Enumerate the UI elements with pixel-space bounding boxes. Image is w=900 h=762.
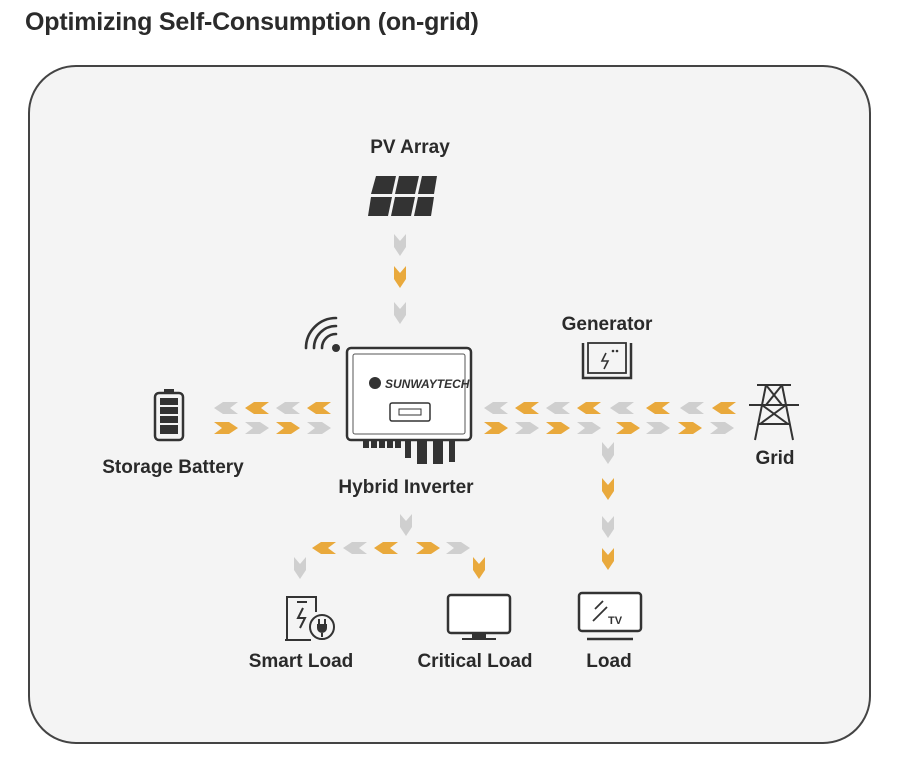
solar-panel-icon <box>368 176 437 216</box>
arrow-inverter-to-battery <box>307 402 331 414</box>
arrow-grid-to-inverter <box>577 402 601 414</box>
arrow-to-critical-load <box>416 542 440 554</box>
arrow-inverter-to-loads <box>400 514 412 536</box>
arrow-to-load <box>602 516 614 538</box>
arrow-inverter-to-grid <box>484 422 508 434</box>
grid-label: Grid <box>755 448 795 469</box>
arrow-pv-to-inverter <box>394 302 406 324</box>
arrow-inverter-to-battery <box>214 402 238 414</box>
arrow-to-smart-load <box>374 542 398 554</box>
wifi-signal-icon <box>304 316 340 352</box>
arrow-to-load <box>602 442 614 464</box>
arrow-to-smart-load <box>312 542 336 554</box>
arrow-battery-to-inverter <box>245 422 269 434</box>
arrow-grid-to-inverter <box>646 402 670 414</box>
arrow-inverter-to-grid <box>577 422 601 434</box>
arrow-inverter-to-grid <box>515 422 539 434</box>
arrow-smart-load-down <box>294 557 306 579</box>
arrow-critical-load-down <box>473 557 485 579</box>
inverter-icon: SUNWAYTECH <box>345 346 473 464</box>
inverter-brand: SUNWAYTECH <box>385 377 470 391</box>
arrow-battery-to-inverter <box>307 422 331 434</box>
arrow-inverter-to-grid <box>710 422 734 434</box>
arrow-to-smart-load <box>343 542 367 554</box>
arrow-to-load <box>602 478 614 500</box>
pv-array-label: PV Array <box>370 137 450 158</box>
smart-load-icon <box>285 596 335 641</box>
arrow-pv-to-inverter <box>394 234 406 256</box>
arrow-grid-to-inverter <box>515 402 539 414</box>
storage-battery-label: Storage Battery <box>102 457 244 478</box>
tv-icon: TV <box>577 591 643 641</box>
tv-text: TV <box>608 615 623 627</box>
hybrid-inverter-label: Hybrid Inverter <box>338 477 474 498</box>
page-title: Optimizing Self-Consumption (on-grid) <box>25 8 479 36</box>
arrow-battery-to-inverter <box>214 422 238 434</box>
arrow-inverter-to-battery <box>276 402 300 414</box>
smart-load-label: Smart Load <box>248 651 354 672</box>
arrow-grid-to-inverter <box>610 402 634 414</box>
load-label: Load <box>586 651 632 672</box>
monitor-icon <box>446 593 512 640</box>
power-tower-icon <box>749 384 799 441</box>
arrow-grid-to-inverter <box>546 402 570 414</box>
arrow-inverter-to-grid <box>616 422 640 434</box>
arrow-to-critical-load <box>446 542 470 554</box>
arrow-inverter-to-grid <box>646 422 670 434</box>
arrow-to-load <box>602 548 614 570</box>
generator-icon <box>581 342 633 380</box>
arrow-pv-to-inverter <box>394 266 406 288</box>
arrow-grid-to-inverter <box>680 402 704 414</box>
arrow-inverter-to-grid <box>546 422 570 434</box>
arrow-grid-to-inverter <box>484 402 508 414</box>
generator-label: Generator <box>561 314 653 335</box>
critical-load-label: Critical Load <box>417 651 533 672</box>
arrow-battery-to-inverter <box>276 422 300 434</box>
arrow-inverter-to-battery <box>245 402 269 414</box>
arrow-grid-to-inverter <box>712 402 736 414</box>
arrow-inverter-to-grid <box>678 422 702 434</box>
battery-icon <box>153 389 185 442</box>
